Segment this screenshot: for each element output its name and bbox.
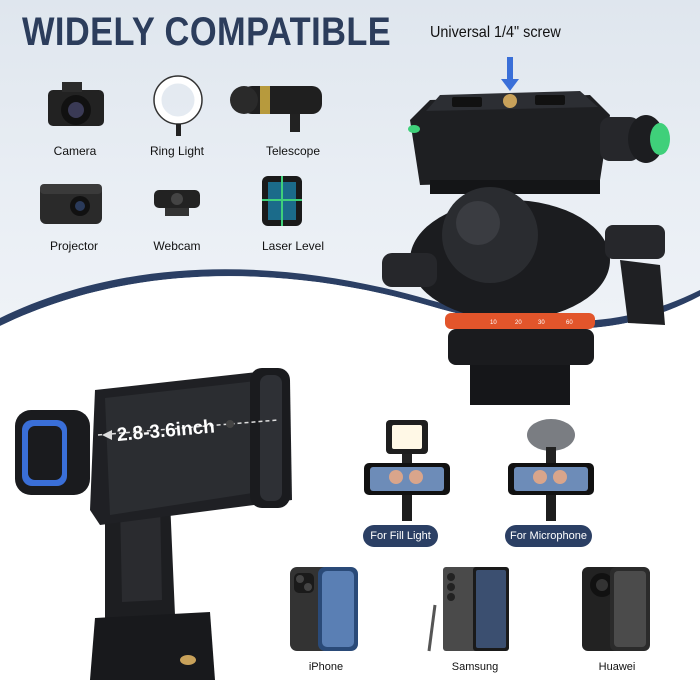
svg-text:20: 20 xyxy=(515,320,522,326)
camera-icon xyxy=(48,82,104,126)
samsung-phone-icon xyxy=(427,567,509,652)
telescope-icon xyxy=(230,86,322,132)
svg-text:10: 10 xyxy=(490,320,497,326)
microphone-pill: For Microphone xyxy=(505,525,592,547)
microphone-icon xyxy=(508,419,594,521)
svg-text:30: 30 xyxy=(538,320,545,326)
device-label-ring-light: Ring Light xyxy=(149,144,205,158)
device-label-camera: Camera xyxy=(53,144,97,158)
ring-light-icon xyxy=(153,75,203,136)
device-label-projector: Projector xyxy=(49,239,99,253)
fill-light-pill: For Fill Light xyxy=(363,525,438,547)
device-label-laser-level: Laser Level xyxy=(261,239,325,253)
screw-label: Universal 1/4" screw xyxy=(430,24,561,41)
device-icons-grid xyxy=(40,75,322,226)
phone-label-huawei: Huawei xyxy=(598,661,636,673)
webcam-icon xyxy=(154,190,200,216)
phone-label-iphone: iPhone xyxy=(308,661,344,673)
headline: WIDELY COMPATIBLE xyxy=(22,10,392,54)
svg-text:60: 60 xyxy=(566,320,573,326)
fill-light-icon xyxy=(364,420,450,521)
device-label-webcam: Webcam xyxy=(153,239,201,253)
phone-clamp-icon xyxy=(15,368,292,680)
huawei-phone-icon xyxy=(582,567,650,651)
phone-label-samsung: Samsung xyxy=(451,661,499,673)
ball-head-icon: 10 20 30 60 xyxy=(382,57,670,405)
iphone-icon xyxy=(290,567,358,651)
projector-icon xyxy=(40,184,102,224)
device-label-telescope: Telescope xyxy=(265,144,321,158)
laser-level-icon xyxy=(262,176,302,226)
